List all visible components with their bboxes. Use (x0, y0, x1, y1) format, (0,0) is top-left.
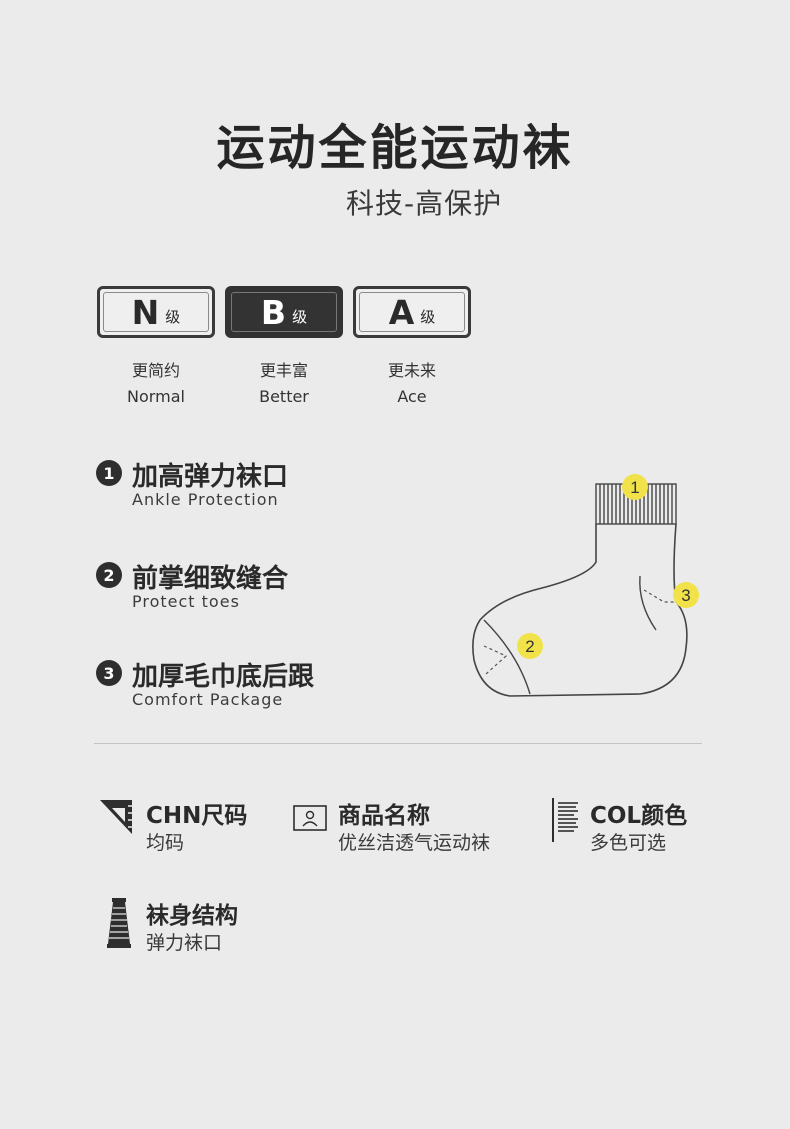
grade-a-desc: 更未来 Ace (353, 358, 471, 410)
section-divider (94, 743, 702, 744)
grade-b-badge: B 级 (225, 286, 343, 338)
feature-subtitle: Protect toes (132, 592, 240, 611)
spec-label: COL颜色 (590, 803, 688, 829)
spec-label: 袜身结构 (146, 903, 238, 929)
marker-label: 3 (681, 586, 690, 605)
marker-3: 3 (673, 582, 699, 608)
sock-diagram: 1 2 3 (472, 474, 699, 697)
feature-title: 前掌细致缝合 (132, 564, 289, 594)
feature-number-badge: 2 (96, 562, 122, 588)
feature-subtitle: Ankle Protection (132, 490, 279, 509)
grade-letter: A (388, 292, 415, 332)
spec-value: 弹力袜口 (146, 932, 223, 954)
grade-level: 级 (292, 307, 308, 326)
page-subtitle: 科技-高保护 (346, 187, 503, 220)
spec-value: 多色可选 (590, 832, 667, 854)
grade-letter: B (260, 292, 287, 332)
sock-toe-seam (483, 619, 531, 695)
sock-heel-dashes (643, 589, 678, 603)
spec-value: 优丝洁透气运动袜 (338, 832, 491, 854)
grade-en: Better (259, 387, 309, 406)
grade-n-desc: 更简约 Normal (97, 358, 215, 410)
grade-level: 级 (420, 307, 436, 326)
grade-en: Normal (127, 387, 185, 406)
feature-title: 加厚毛巾底后跟 (132, 662, 315, 692)
thread-spool-icon (107, 898, 131, 948)
feature-title: 加高弹力袜口 (132, 462, 289, 492)
ruler-triangle-icon (100, 800, 132, 834)
grade-level: 级 (165, 307, 181, 326)
marker-label: 1 (630, 478, 639, 497)
marker-2: 2 (517, 633, 543, 659)
page-title: 运动全能运动袜 (216, 120, 574, 176)
marker-label: 2 (525, 637, 534, 656)
grade-zh: 更简约 (131, 361, 180, 380)
grade-n-badge: N 级 (97, 286, 215, 338)
marker-1: 1 (622, 474, 648, 500)
spec-label: 商品名称 (338, 803, 430, 829)
spec-value: 均码 (146, 832, 185, 854)
grade-b-desc: 更丰富 Better (225, 358, 343, 410)
sock-toe-dashes (483, 645, 508, 675)
grade-en: Ace (397, 387, 427, 406)
feature-subtitle: Comfort Package (132, 690, 284, 709)
feature-number-badge: 1 (96, 460, 122, 486)
spec-label: CHN尺码 (146, 803, 248, 829)
grade-zh: 更丰富 (259, 361, 308, 380)
sock-heel-seam (639, 575, 657, 631)
grade-letter: N (131, 292, 160, 332)
name-card-icon (293, 805, 327, 831)
grade-a-badge: A 级 (353, 286, 471, 338)
sock-outline (472, 523, 688, 697)
color-swatch-icon (552, 798, 578, 842)
grade-zh: 更未来 (387, 361, 436, 380)
feature-number-badge: 3 (96, 660, 122, 686)
